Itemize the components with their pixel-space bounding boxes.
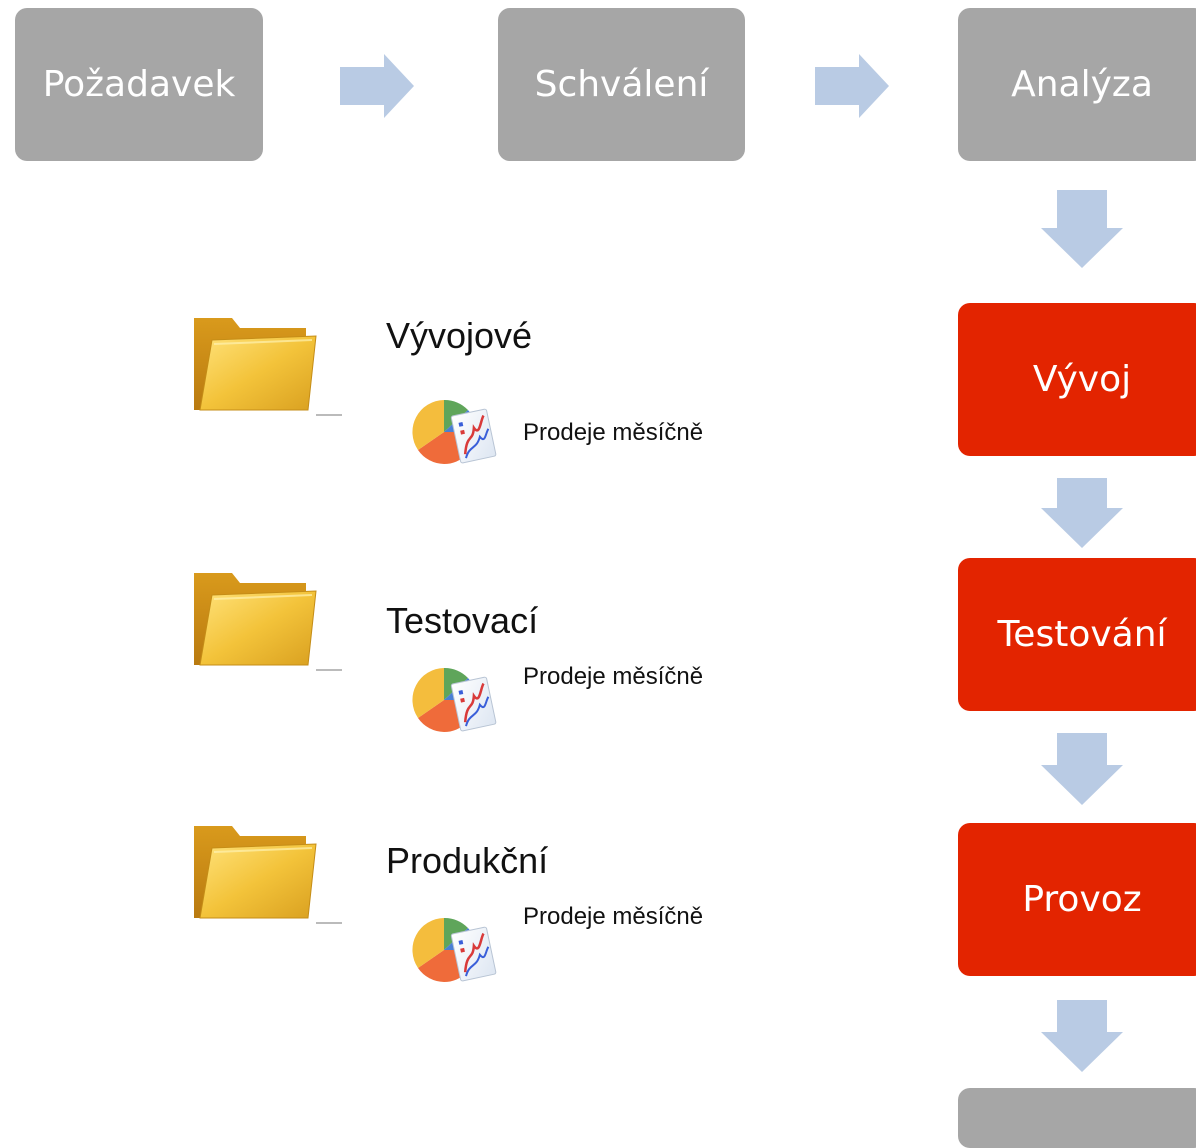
step-next <box>958 1088 1196 1148</box>
report-chart-icon <box>410 392 502 472</box>
arrow-down-icon <box>1041 190 1123 268</box>
step-label: Požadavek <box>42 64 236 105</box>
environment-title: Vývojové <box>386 315 533 356</box>
step-testovani: Testování <box>958 558 1196 711</box>
arrow-right-icon <box>815 54 889 118</box>
folder-icon <box>188 565 348 675</box>
report-chart-icon <box>410 910 502 990</box>
step-analyza: Analýza <box>958 8 1196 161</box>
step-label: Analýza <box>1011 64 1153 105</box>
step-provoz: Provoz <box>958 823 1196 976</box>
step-label: Testování <box>997 614 1167 655</box>
folder-icon <box>188 310 348 420</box>
step-label: Vývoj <box>1032 359 1132 400</box>
environment-title: Testovací <box>386 600 539 641</box>
environment-title: Produkční <box>386 840 549 881</box>
arrow-down-icon <box>1041 733 1123 805</box>
arrow-down-icon <box>1041 1000 1123 1072</box>
report-label: Prodeje měsíčně <box>523 419 704 446</box>
report-chart-icon <box>410 660 502 740</box>
arrow-down-icon <box>1041 478 1123 548</box>
step-label: Provoz <box>1022 879 1142 920</box>
report-label: Prodeje měsíčně <box>523 663 704 690</box>
step-schvaleni: Schválení <box>498 8 745 161</box>
step-vyvoj: Vývoj <box>958 303 1196 456</box>
folder-icon <box>188 818 348 928</box>
arrow-right-icon <box>340 54 414 118</box>
step-pozadavek: Požadavek <box>15 8 263 161</box>
step-label: Schválení <box>534 64 709 105</box>
report-label: Prodeje měsíčně <box>523 903 704 930</box>
